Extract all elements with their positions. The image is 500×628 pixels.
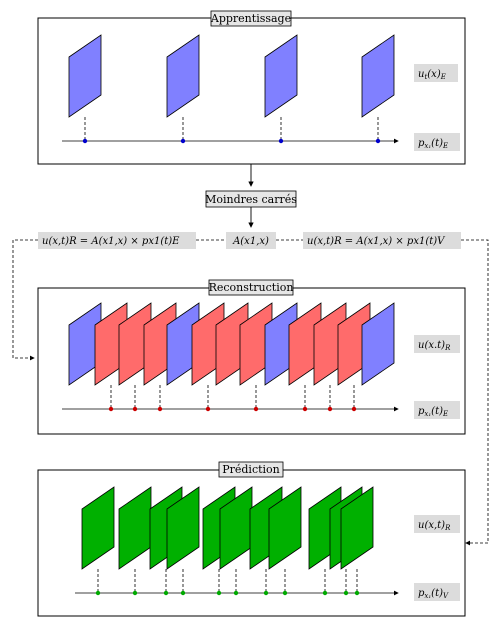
moindres-carres-label: Moindres carrés xyxy=(205,193,297,206)
svg-text:u(x.t)R: u(x.t)R xyxy=(418,340,451,352)
apprentissage-panel xyxy=(37,17,466,165)
apprentissage-planes xyxy=(68,34,395,118)
prediction-axis-label: px₁(t)V xyxy=(414,583,460,601)
equation-right: u(x,t)R = A(x1,x) × px1(t)V xyxy=(307,236,446,247)
svg-text:px₁(t)E: px₁(t)E xyxy=(418,406,448,418)
reconstruction-field-label: u(x.t)R xyxy=(414,335,460,353)
svg-text:ut(x)E: ut(x)E xyxy=(418,69,446,81)
prediction-title-box: Prédiction xyxy=(218,461,284,478)
reconstruction-planes xyxy=(68,302,395,386)
apprentissage-title-box: Apprentissage xyxy=(210,10,292,27)
reconstruction-title-box: Reconstruction xyxy=(209,279,294,296)
equation-left-box: u(x,t)R = A(x1,x) × px1(t)E xyxy=(38,232,196,249)
apprentissage-axis-label: px₁(t)E xyxy=(414,133,460,151)
svg-text:px₁(t)V: px₁(t)V xyxy=(418,588,449,600)
apprentissage-field-label: ut(x)E xyxy=(414,64,458,82)
middle-dashed-connectors xyxy=(12,239,489,546)
prediction-axis-dots xyxy=(95,590,360,596)
reconstruction-axis-dots xyxy=(108,406,357,412)
equation-center-box: A(x1,x) xyxy=(226,232,276,249)
equation-left: u(x,t)R = A(x1,x) × px1(t)E xyxy=(42,236,180,247)
equation-right-box: u(x,t)R = A(x1,x) × px1(t)V xyxy=(303,232,461,249)
apprentissage-title: Apprentissage xyxy=(210,12,291,25)
reconstruction-dashes xyxy=(110,385,355,408)
svg-text:px₁(t)E: px₁(t)E xyxy=(418,138,448,150)
prediction-planes xyxy=(81,486,374,570)
apprentissage-axis-dots xyxy=(82,138,381,144)
prediction-title: Prédiction xyxy=(222,463,280,476)
prediction-dashes xyxy=(97,569,358,592)
equation-center: A(x1,x) xyxy=(232,236,269,247)
apprentissage-dashes xyxy=(84,117,379,140)
reconstruction-title: Reconstruction xyxy=(209,281,294,294)
prediction-field-label: u(x,t)R xyxy=(414,515,460,533)
moindres-carres-box: Moindres carrés xyxy=(205,190,297,208)
reconstruction-axis-label: px₁(t)E xyxy=(414,401,460,419)
svg-text:u(x,t)R: u(x,t)R xyxy=(418,520,451,532)
